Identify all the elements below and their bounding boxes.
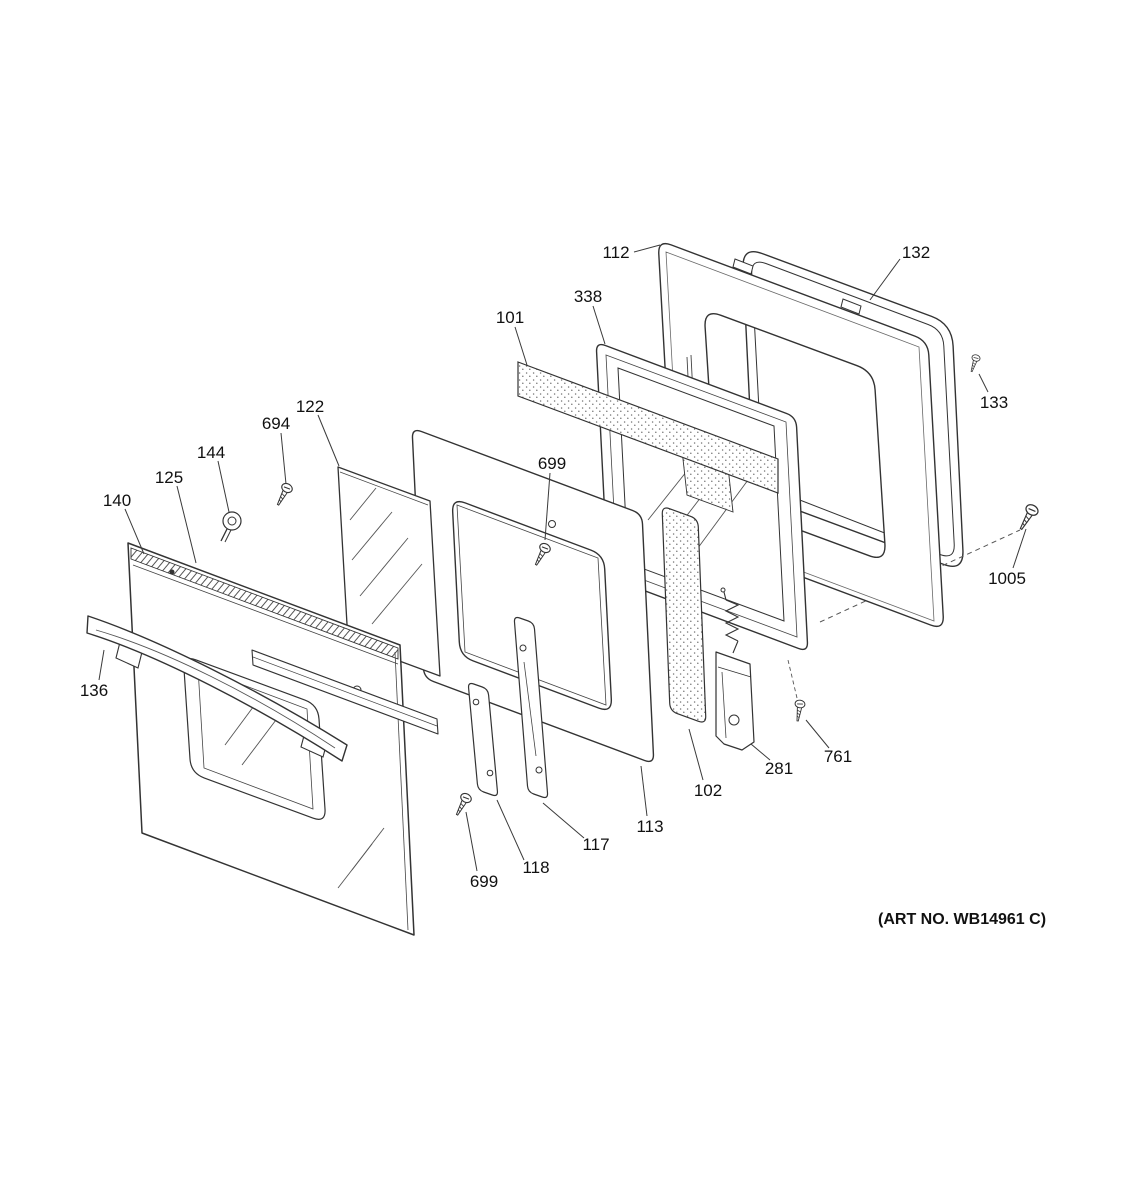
leader-line-144: [217, 460, 230, 513]
part-inner-door-panel-113: [411, 429, 655, 763]
part-label-117: 117: [582, 835, 609, 854]
screw-hole: [169, 569, 175, 575]
part-label-144: 144: [197, 443, 225, 462]
part-label-699-bottom: 699: [470, 872, 498, 891]
leader-line-132: [869, 258, 901, 301]
screw-hole: [548, 520, 556, 528]
part-label-699-top: 699: [538, 454, 566, 473]
part-label-761: 761: [824, 747, 852, 766]
part-bracket-117: [513, 616, 549, 799]
part-label-281: 281: [765, 759, 793, 778]
part-outer-door-panel-140: [127, 542, 415, 936]
part-bracket-118: [467, 682, 499, 797]
leader-line-101: [514, 326, 528, 366]
part-insulation-strip-101: [517, 361, 779, 494]
part-label-102: 102: [694, 781, 722, 800]
part-label-101: 101: [496, 308, 524, 327]
leader-line-112: [633, 244, 661, 253]
part-label-136: 136: [80, 681, 108, 700]
part-screw-694: [272, 481, 295, 508]
part-door-handle-136: [86, 615, 348, 762]
leader-line-133: [978, 373, 989, 393]
leader-line-338: [592, 305, 606, 345]
part-trim-rail: [251, 649, 439, 735]
spring-pin: [720, 587, 726, 593]
labels-layer: 112 132 338 101 133 122 694 144 125 140 699 1005 136…: [80, 243, 1027, 891]
part-label-133: 133: [980, 393, 1008, 412]
part-screw-699-top: [530, 541, 553, 568]
part-label-694: 694: [262, 414, 290, 433]
part-label-112: 112: [602, 243, 629, 262]
part-label-118: 118: [522, 858, 549, 877]
leader-line-136: [98, 649, 105, 681]
leader-line-122: [317, 414, 340, 467]
leader-line-113: [640, 765, 648, 817]
part-label-113: 113: [636, 817, 663, 836]
art-number: (ART NO. WB14961 C): [878, 911, 1046, 928]
leader-line-694: [280, 432, 287, 485]
part-label-125: 125: [155, 468, 183, 487]
leader-line-125: [176, 485, 197, 564]
part-label-132: 132: [902, 243, 930, 262]
leader-line-699-top: [544, 472, 551, 541]
part-screw-761: [787, 659, 806, 723]
part-screw-699-bottom: [451, 791, 474, 818]
part-label-338: 338: [574, 287, 602, 306]
leader-line-281: [750, 743, 771, 761]
part-insulation-block-102: [661, 507, 707, 723]
leader-line-761: [805, 719, 830, 749]
leader-line-699-bottom: [465, 811, 478, 872]
part-screw-133: [967, 353, 982, 374]
leader-line-117: [542, 802, 585, 839]
part-grommet-144: [220, 511, 242, 543]
leader-line-1005: [1012, 528, 1027, 569]
part-label-1005: 1005: [988, 569, 1026, 588]
part-glass-122: [337, 466, 441, 677]
spring-coil: [723, 591, 740, 654]
door-vent-band: [130, 547, 399, 660]
leader-line-118: [496, 799, 525, 861]
leader-line-140: [124, 508, 145, 555]
liner-tab: [840, 298, 862, 315]
part-label-140: 140: [103, 491, 131, 510]
part-hinge-spring-281: [715, 587, 755, 751]
leader-line-102: [688, 728, 704, 781]
liner-tab: [732, 258, 754, 275]
part-label-122: 122: [296, 397, 324, 416]
